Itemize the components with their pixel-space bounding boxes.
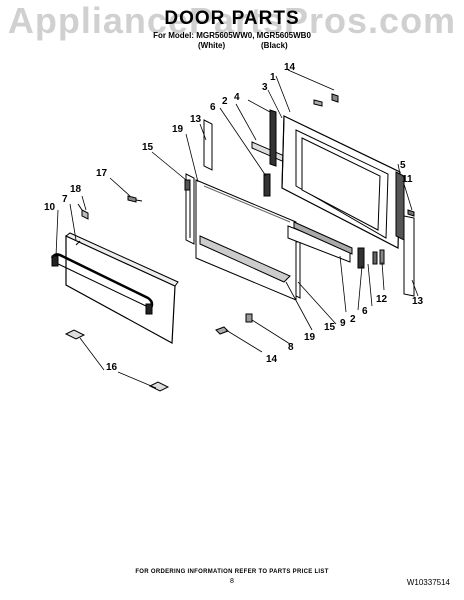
insulation-right xyxy=(403,215,415,297)
callout-13-left: 13 xyxy=(190,114,202,125)
ordering-note: FOR ORDERING INFORMATION REFER TO PARTS … xyxy=(135,569,329,575)
callout-19-bottom: 19 xyxy=(304,332,316,343)
callout-3: 3 xyxy=(262,82,268,93)
hinge-left xyxy=(263,173,271,197)
callout-11: 11 xyxy=(402,174,413,185)
screw-12 xyxy=(379,249,385,265)
watermark: AppliancePartsPros.com xyxy=(7,0,457,41)
callout-10: 10 xyxy=(44,202,56,213)
page-title: DOOR PARTS xyxy=(164,8,300,29)
screw-14-top xyxy=(313,93,339,107)
screw-11 xyxy=(407,209,415,217)
vertical-strip xyxy=(269,109,277,167)
variant-white: (White) xyxy=(198,41,226,50)
outer-door-panel xyxy=(65,232,179,344)
right-side-trim xyxy=(395,171,405,241)
handle-screw xyxy=(77,203,89,220)
hinge-clips xyxy=(64,329,170,392)
callout-2-top: 2 xyxy=(222,96,228,107)
insulation-left xyxy=(203,119,213,171)
document-number: W10337514 xyxy=(406,578,450,587)
page-number: 8 xyxy=(230,578,234,585)
callout-6-bottom: 6 xyxy=(362,306,368,317)
callout-14-top: 14 xyxy=(284,62,296,73)
clip-8 xyxy=(245,313,253,323)
inner-door-frame xyxy=(281,115,401,249)
callout-14-bottom: 14 xyxy=(266,354,278,365)
inner-glass xyxy=(195,179,297,301)
callout-1: 1 xyxy=(270,72,276,83)
callout-2-bottom: 2 xyxy=(350,314,356,325)
callout-18: 18 xyxy=(70,184,82,195)
callout-16: 16 xyxy=(106,362,118,373)
callout-8: 8 xyxy=(288,342,294,353)
callout-15-left: 15 xyxy=(142,142,154,153)
callout-15-right: 15 xyxy=(324,322,336,333)
callout-17: 17 xyxy=(96,168,108,179)
screw-17 xyxy=(127,195,143,203)
callout-5: 5 xyxy=(400,160,406,171)
leader-lines xyxy=(55,69,419,389)
hinge-right xyxy=(357,247,378,269)
callout-7: 7 xyxy=(62,194,68,205)
door-handle xyxy=(50,253,154,315)
callout-9: 9 xyxy=(340,318,346,329)
callout-13-right: 13 xyxy=(412,296,424,307)
callout-4: 4 xyxy=(234,92,240,103)
callout-6-top: 6 xyxy=(210,102,216,113)
side-bracket-left xyxy=(184,173,195,245)
callout-labels: 14 1 3 4 2 6 13 19 15 17 18 7 10 5 11 12… xyxy=(44,62,424,373)
callout-12: 12 xyxy=(376,294,388,305)
variant-black: (Black) xyxy=(261,41,288,50)
callout-19-top: 19 xyxy=(172,124,184,135)
model-line: For Model: MGR5605WW0, MGR5605WB0 xyxy=(153,31,311,40)
